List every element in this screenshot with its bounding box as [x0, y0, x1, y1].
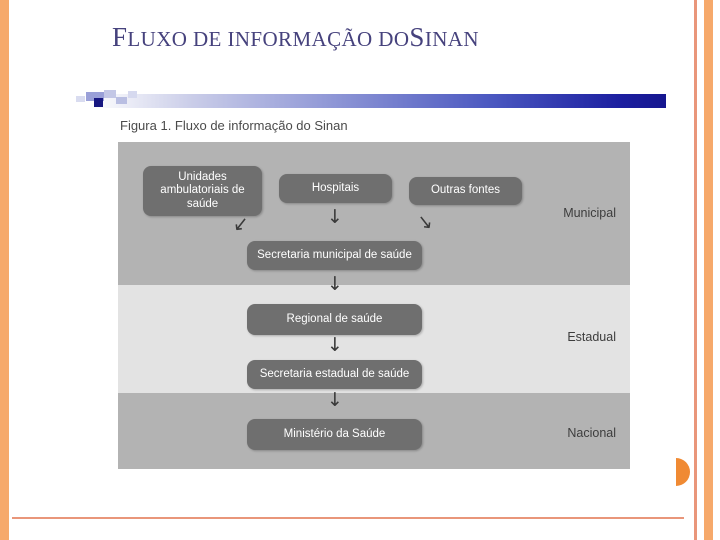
pixel-block-a: [86, 92, 104, 101]
node-unidades-ambulatoriais: Unidades ambulatoriais de saúde: [143, 166, 262, 216]
band-label-municipal: Municipal: [563, 206, 616, 220]
figure: Figura 1. Fluxo de informação do Sinan M…: [118, 118, 630, 469]
title-first-letter: F: [112, 22, 128, 52]
band-label-estadual: Estadual: [567, 330, 616, 344]
flow-diagram: Municipal Estadual Nacional Unidades amb…: [118, 142, 630, 469]
node-secretaria-municipal-de-saude: Secretaria municipal de saúde: [247, 241, 422, 270]
bottom-rule: [12, 517, 684, 519]
node-secretaria-estadual-de-saude: Secretaria estadual de saúde: [247, 360, 422, 389]
title-rest: LUXO DE INFORMAÇÃO DO: [127, 27, 410, 51]
arrow-secretaria-municipal-to-regional: ↓: [327, 273, 343, 295]
arrow-regional-to-secretaria-estadual: ↓: [327, 334, 343, 356]
pixel-block-e: [128, 91, 137, 98]
pixel-block-d: [116, 97, 127, 104]
title-sinan-rest: INAN: [424, 27, 479, 51]
pixel-block-b: [94, 98, 103, 107]
page-title: FLUXO DE INFORMAÇÃO DOSINAN: [112, 22, 479, 53]
left-border-inner: [9, 0, 12, 540]
figure-caption: Figura 1. Fluxo de informação do Sinan: [120, 118, 348, 133]
arrow-hospitais-to-secretaria-municipal: ↓: [327, 206, 343, 228]
arrow-secretaria-estadual-to-ministerio: ↓: [327, 389, 343, 411]
left-border-bar: [0, 0, 9, 540]
gradient-bar: [90, 94, 666, 108]
node-ministerio-da-saude: Ministério da Saúde: [247, 419, 422, 450]
right-border-line: [694, 0, 697, 540]
node-outras-fontes: Outras fontes: [409, 177, 522, 205]
title-sinan-cap: S: [409, 22, 425, 52]
corner-dot-decoration: [676, 458, 690, 486]
node-hospitais: Hospitais: [279, 174, 392, 203]
pixel-block-f: [76, 96, 85, 102]
node-regional-de-saude: Regional de saúde: [247, 304, 422, 335]
right-border-bar: [704, 0, 713, 540]
gradient-divider: [42, 88, 666, 112]
pixel-block-c: [104, 90, 116, 98]
band-label-nacional: Nacional: [567, 426, 616, 440]
